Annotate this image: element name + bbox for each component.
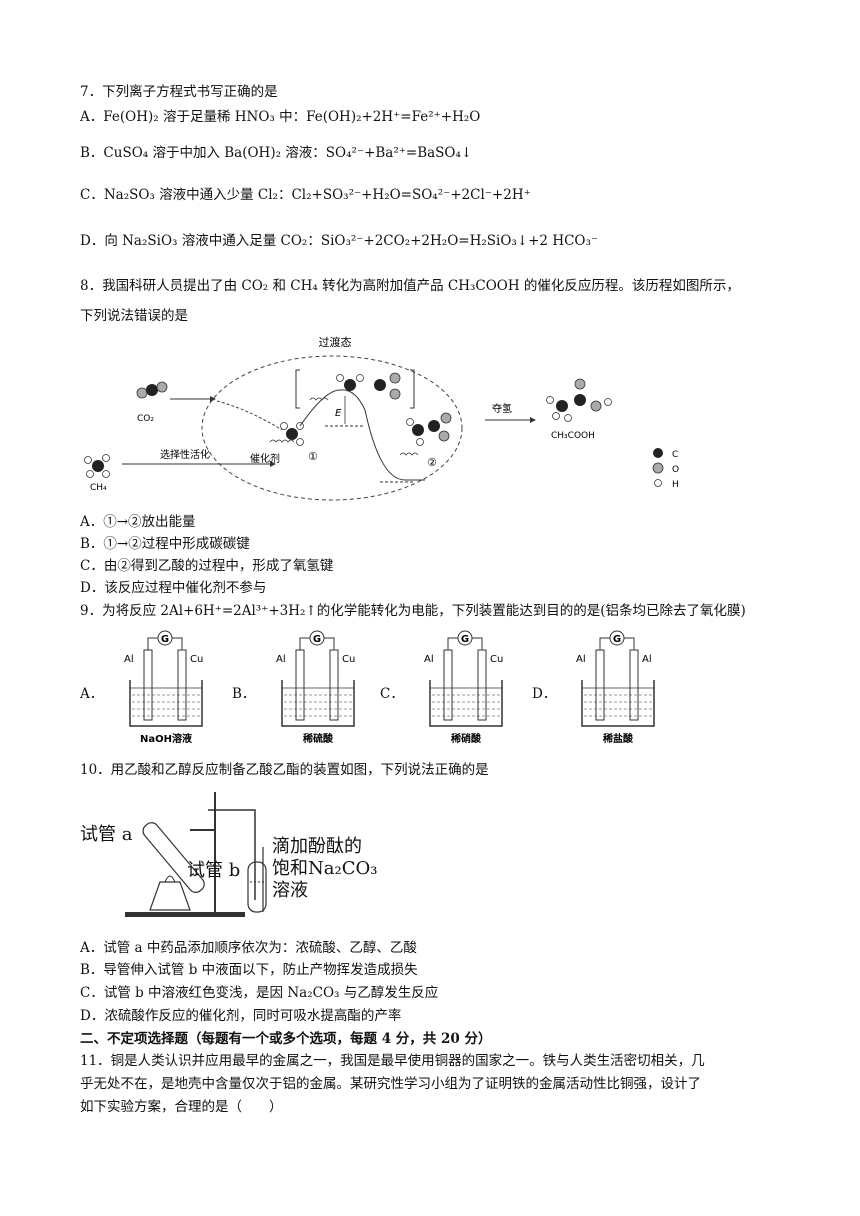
galvanometer-symbol: G [161, 634, 169, 645]
catalyst-complex-1 [269, 422, 304, 446]
galvanometer-symbol: G [613, 634, 621, 645]
galvanic-cell-diagram: G Al Cu 稀硝酸 [424, 630, 503, 745]
q10-option-a: A．试管 a 中药品添加顺序依次为：浓硫酸、乙醇、乙酸 [80, 940, 417, 956]
dehydrogenation-label: 夺氢 [492, 402, 512, 415]
selective-activation-label: 选择性活化 [160, 448, 210, 461]
left-electrode-label: Al [276, 654, 286, 665]
galvanometer-symbol: G [461, 634, 469, 645]
q7-stem: 7．下列离子方程式书写正确的是 [80, 84, 278, 100]
q8-option-c: C．由②得到乙酸的过程中，形成了氧氢键 [80, 558, 334, 574]
q10-option-c: C．试管 b 中溶液红色变浅，是因 Na₂CO₃ 与乙醇发生反应 [80, 985, 439, 1001]
right-electrode-label: Cu [490, 654, 503, 665]
step-2-label: ② [427, 456, 437, 469]
q8-option-a: A．①→②放出能量 [80, 514, 196, 530]
q7-option-b: B．CuSO₄ 溶于中加入 Ba(OH)₂ 溶液：SO₄²⁻+Ba²⁺=BaSO… [80, 145, 473, 161]
right-electrode-label: Al [642, 654, 652, 665]
right-electrode-label: Cu [342, 654, 355, 665]
solution-label: 稀硝酸 [451, 732, 482, 745]
ch4-molecule [84, 454, 110, 478]
section-2-heading: 二、不定项选择题（每题有一个或多个选项，每题 4 分，共 20 分） [80, 1031, 492, 1047]
q9-option-letter: C． [380, 686, 404, 702]
solution-label: 稀盐酸 [603, 732, 634, 745]
q8-option-d: D．该反应过程中催化剂不参与 [80, 580, 267, 596]
note-line-1: 滴加酚酞的 [272, 836, 362, 857]
solution-label: 稀硫酸 [303, 732, 334, 745]
q7-option-a: A．Fe(OH)₂ 溶于足量稀 HNO₃ 中：Fe(OH)₂+2H⁺=Fe²⁺+… [80, 109, 481, 125]
note-line-2: 饱和Na₂CO₃ [272, 858, 378, 879]
tube-a-label: 试管 a [80, 824, 133, 845]
q7-option-c: C．Na₂SO₃ 溶液中通入少量 Cl₂：Cl₂+SO₃²⁻+H₂O=SO₄²⁻… [80, 187, 531, 203]
left-electrode-label: Al [424, 654, 434, 665]
q7-option-d: D．向 Na₂SiO₃ 溶液中通入足量 CO₂：SiO₃²⁻+2CO₂+2H₂O… [80, 233, 599, 249]
ch4-label: CH₄ [90, 483, 107, 493]
q10-option-b: B．导管伸入试管 b 中液面以下，防止产物挥发造成损失 [80, 962, 418, 978]
left-electrode-label: Al [576, 654, 586, 665]
note-line-3: 溶液 [272, 880, 308, 901]
tube-b-solution-note: 滴加酚酞的 饱和Na₂CO₃ 溶液 [272, 836, 377, 902]
left-electrode-label: Al [124, 654, 134, 665]
co2-label: CO₂ [137, 414, 154, 424]
q8-option-b: B．①→②过程中形成碳碳键 [80, 536, 250, 552]
catalyst-label: 催化剂 [250, 452, 280, 465]
co2-molecule [136, 381, 168, 399]
q11-line2: 乎无处不在，是地壳中含量仅次于铝的金属。某研究性学习小组为了证明铁的金属活动性比… [80, 1076, 701, 1092]
legend-c: C [672, 450, 678, 460]
q9-stem: 9．为将反应 2Al+6H⁺=2Al³⁺+3H₂↑的化学能转化为电能，下列装置能… [80, 603, 746, 619]
transition-state-label: 过渡态 [319, 335, 352, 349]
acetic-acid-molecule [546, 378, 612, 422]
q9-option-letter: B． [232, 686, 256, 702]
q8-stem-line1: 8．我国科研人员提出了由 CO₂ 和 CH₄ 转化为高附加值产品 CH₃COOH… [80, 278, 740, 294]
tube-b-label: 试管 b [187, 860, 241, 881]
q8-stem-line2: 下列说法错误的是 [80, 308, 188, 324]
q11-line3: 如下实验方案，合理的是（ ） [80, 1099, 283, 1115]
q11-line1: 11．铜是人类认识并应用最早的金属之一，我国是最早使用铜器的国家之一。铁与人类生… [80, 1053, 705, 1069]
q10-option-d: D．浓硫酸作反应的催化剂，同时可吸水提高酯的产率 [80, 1008, 402, 1024]
catalyst-complex-2 [399, 412, 452, 456]
galvanometer-symbol: G [313, 634, 321, 645]
right-electrode-label: Cu [190, 654, 203, 665]
product-label: CH₃COOH [551, 431, 595, 441]
solution-label: NaOH溶液 [140, 732, 192, 745]
legend-h: H [672, 480, 679, 490]
atom-legend: C O H [652, 448, 679, 490]
energy-label: E [335, 408, 342, 419]
legend-o: O [672, 465, 679, 475]
galvanic-cell-diagram: G Al Cu 稀硫酸 [276, 630, 355, 745]
q9-option-letter: D． [532, 686, 557, 702]
q10-stem: 10．用乙酸和乙醇反应制备乙酸乙酯的装置如图，下列说法正确的是 [80, 762, 489, 778]
esterification-apparatus [125, 792, 267, 917]
galvanic-cell-diagram: G Al Al 稀盐酸 [576, 630, 655, 745]
q9-option-letter: A． [80, 686, 104, 702]
transition-complex [295, 369, 415, 409]
reaction-pathway-figure: 过渡态 CO₂ CH₄ 选择性活化 催化剂 ① E [84, 335, 679, 501]
step-1-label: ① [308, 450, 318, 463]
